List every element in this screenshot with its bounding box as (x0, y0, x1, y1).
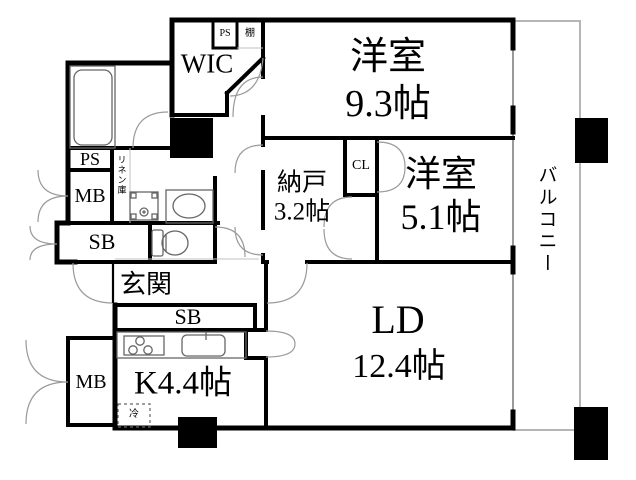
western-room-51-name: 洋室 (404, 154, 478, 194)
kitchen-label: K4.4帖 (133, 365, 233, 402)
refrigerator-outline (117, 403, 151, 428)
front-door-swing (72, 262, 114, 304)
meter-box-lower-label: MB (75, 371, 107, 393)
kitchen-counter (116, 331, 247, 359)
wic-label: WIC (180, 48, 234, 79)
balcony-label: バルコニー (535, 165, 557, 275)
living-dining-name: LD (371, 297, 425, 342)
stove (123, 335, 165, 356)
ld-door-swing (266, 262, 308, 304)
living-dining-size: 12.4帖 (352, 348, 446, 385)
pillar-balcony-bottom (574, 407, 608, 460)
toilet-door-swing (214, 226, 246, 258)
kitchen-sink (181, 332, 226, 357)
storage-door-swings (234, 144, 264, 256)
wic-door-swing (229, 57, 264, 97)
ps-top-box (211, 18, 239, 50)
pipe-space-top-label: PS (219, 28, 231, 39)
entrance-label: 玄関 (119, 270, 173, 299)
storage-room-name: 納戸 (276, 169, 328, 197)
meter-box-upper-door-swings (37, 169, 69, 223)
shelf-label: 棚 (245, 28, 255, 39)
meter-box-lower-door-swings (25, 339, 69, 425)
meter-box-upper-label: MB (74, 185, 106, 207)
washing-machine-pan (129, 191, 159, 221)
vanity-sink (165, 189, 214, 224)
shoe-box-upper-label: SB (88, 229, 116, 254)
linen-closet-label: リネン庫 (116, 155, 127, 195)
western-room-93-size: 9.3帖 (345, 83, 431, 125)
kitchen-door-swings (265, 330, 296, 358)
shoe-box-lower-label: SB (174, 304, 202, 329)
western-room-93-name: 洋室 (349, 36, 427, 78)
bathtub (69, 65, 116, 149)
pillar-hall (170, 118, 213, 158)
pillar-bottom (178, 417, 217, 448)
pipe-space-left-label: PS (79, 149, 101, 169)
toilet (151, 229, 189, 257)
storage-room-size: 3.2帖 (273, 198, 331, 226)
refrigerator-label: 冷 (129, 409, 139, 420)
bathroom-door-swing (132, 111, 169, 149)
balcony-outline (513, 20, 581, 431)
shoe-box-side-door-swings (29, 225, 58, 261)
interior-walls (55, 18, 515, 430)
pillar-balcony-top (575, 118, 608, 163)
bedroom93-door-swing (232, 76, 264, 118)
bedroom51-door-swings (323, 196, 353, 260)
closet-label: CL (352, 158, 370, 173)
closet-door-swings (376, 141, 406, 193)
western-room-51-size: 5.1帖 (400, 197, 482, 237)
